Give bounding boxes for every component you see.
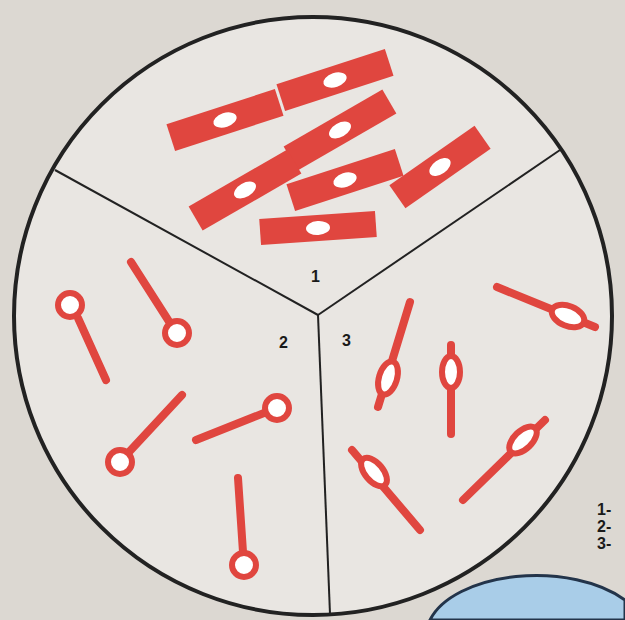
sector-number: 2 xyxy=(279,335,288,351)
spindle-cells xyxy=(352,287,595,530)
sector-number: 3 xyxy=(342,333,351,349)
sector-dividers xyxy=(55,150,560,614)
outer-circle xyxy=(14,17,612,615)
rod-cells xyxy=(166,49,490,245)
drumstick-cells xyxy=(58,262,289,577)
sector-number: 1 xyxy=(311,269,320,285)
legend-number: 2- xyxy=(597,519,611,535)
legend-number: 3- xyxy=(597,536,611,552)
legend-number: 1- xyxy=(597,502,611,518)
partial-shape xyxy=(430,575,625,620)
